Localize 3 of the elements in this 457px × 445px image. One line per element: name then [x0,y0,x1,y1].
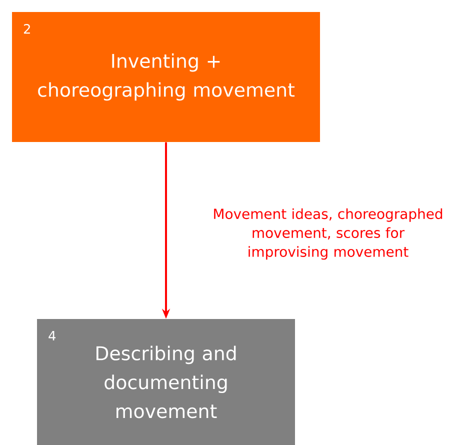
edge-label: Movement ideas, choreographed movement, scores for improvising movement [214,208,442,260]
step-number: 4 [48,331,56,340]
step-number: 2 [24,24,30,34]
